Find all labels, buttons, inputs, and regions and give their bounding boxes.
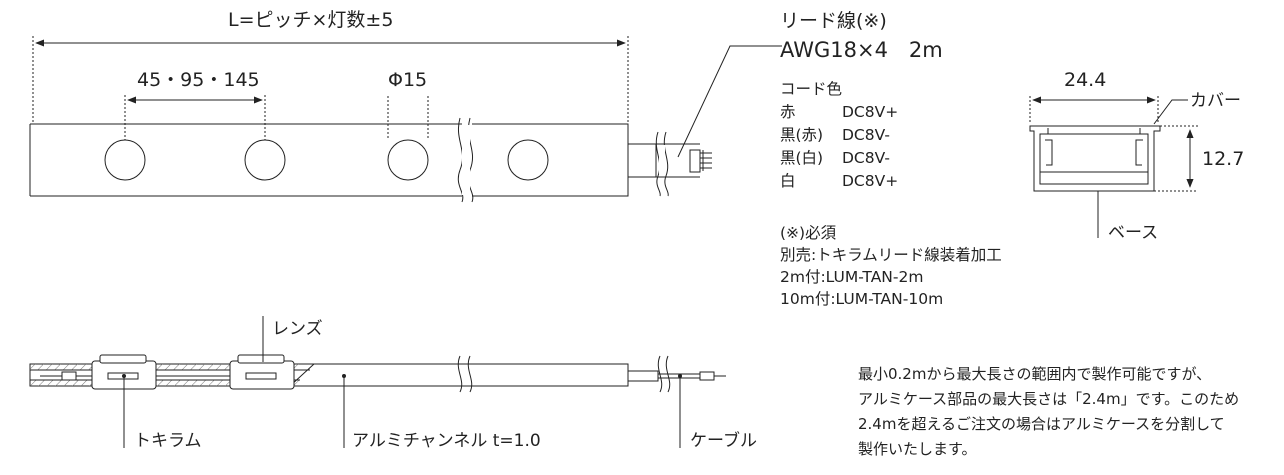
manufacturing-note: 最小0.2mから最大長さの範囲内で製作可能ですが、 アルミケース部品の最大長さは…	[858, 362, 1239, 462]
height-label: 12.7	[1202, 148, 1244, 170]
cord-color-table: コード色 赤 DC8V+ 黒(赤) DC8V- 黒(白) DC8V- 白 DC8V+	[780, 78, 898, 193]
cover-label: カバー	[1190, 91, 1241, 111]
cable-sleeve	[627, 143, 657, 178]
top-view	[29, 36, 782, 203]
cross-section	[1029, 96, 1198, 238]
channel-body-top	[30, 123, 629, 197]
lens-diameter-label: Φ15	[388, 69, 427, 91]
lens-label: レンズ	[272, 319, 323, 339]
lens-1	[104, 139, 146, 181]
profile-outline	[1029, 125, 1161, 192]
lead-wire-title: リード線(※)	[780, 10, 887, 32]
cable-label: ケーブル	[690, 430, 757, 451]
lead-wire-leader	[677, 45, 782, 158]
note-sold-separately: 別売:トキラムリード線装着加工	[780, 246, 1002, 264]
side-break-mark	[457, 355, 463, 393]
length-formula: L=ピッチ×灯数±5	[228, 9, 393, 31]
cord-row: 黒(赤) DC8V-	[780, 124, 898, 147]
cord-row: 赤 DC8V+	[780, 101, 898, 124]
note-required: (※)必須	[780, 224, 837, 242]
cord-color: 黒(白)	[780, 149, 824, 167]
info-line: 製作いたします。	[858, 440, 977, 458]
cord-value: DC8V+	[842, 172, 899, 190]
notes-block: (※)必須 別売:トキラムリード線装着加工 2m付:LUM-TAN-2m 10m…	[780, 222, 1002, 310]
lens-3	[387, 139, 429, 181]
cable-break-mark	[655, 131, 661, 197]
channel-cut	[289, 363, 316, 387]
tokiram-module-2	[229, 360, 295, 390]
cord-value: DC8V+	[842, 103, 899, 121]
cord-color: 黒(赤)	[780, 126, 824, 144]
channel-label: アルミチャンネル t=1.0	[352, 431, 541, 451]
cover-width-label: 24.4	[1064, 69, 1106, 91]
info-line: 最小0.2mから最大長さの範囲内で製作可能ですが、	[858, 365, 1212, 383]
cord-color-title: コード色	[780, 80, 843, 98]
channel-dot	[342, 374, 346, 378]
cable-dot	[678, 374, 682, 378]
tokiram-label: トキラム	[134, 431, 202, 451]
info-line: 2.4mを超えるご注文の場合はアルミケースを分割して	[858, 415, 1225, 433]
note-option-10m: 10m付:LUM-TAN-10m	[780, 290, 944, 308]
base-label: ベース	[1108, 223, 1158, 243]
side-view	[29, 316, 726, 448]
cord-value: DC8V-	[842, 126, 890, 144]
pitch-label: 45・95・145	[137, 69, 260, 91]
cover-leader	[1153, 99, 1188, 125]
info-line: アルミケース部品の最大長さは「2.4m」です。このため	[858, 390, 1240, 408]
cord-color: 白	[780, 172, 796, 190]
cord-row: 黒(白) DC8V-	[780, 147, 898, 170]
cord-color: 赤	[780, 103, 796, 121]
cord-row: 白 DC8V+	[780, 170, 898, 193]
lens-2	[244, 139, 286, 181]
tokiram-dot	[122, 374, 126, 378]
lead-wire-spec: AWG18×4 2m	[780, 38, 943, 62]
note-option-2m: 2m付:LUM-TAN-2m	[780, 268, 924, 286]
cord-value: DC8V-	[842, 149, 890, 167]
lens-4	[507, 139, 549, 181]
